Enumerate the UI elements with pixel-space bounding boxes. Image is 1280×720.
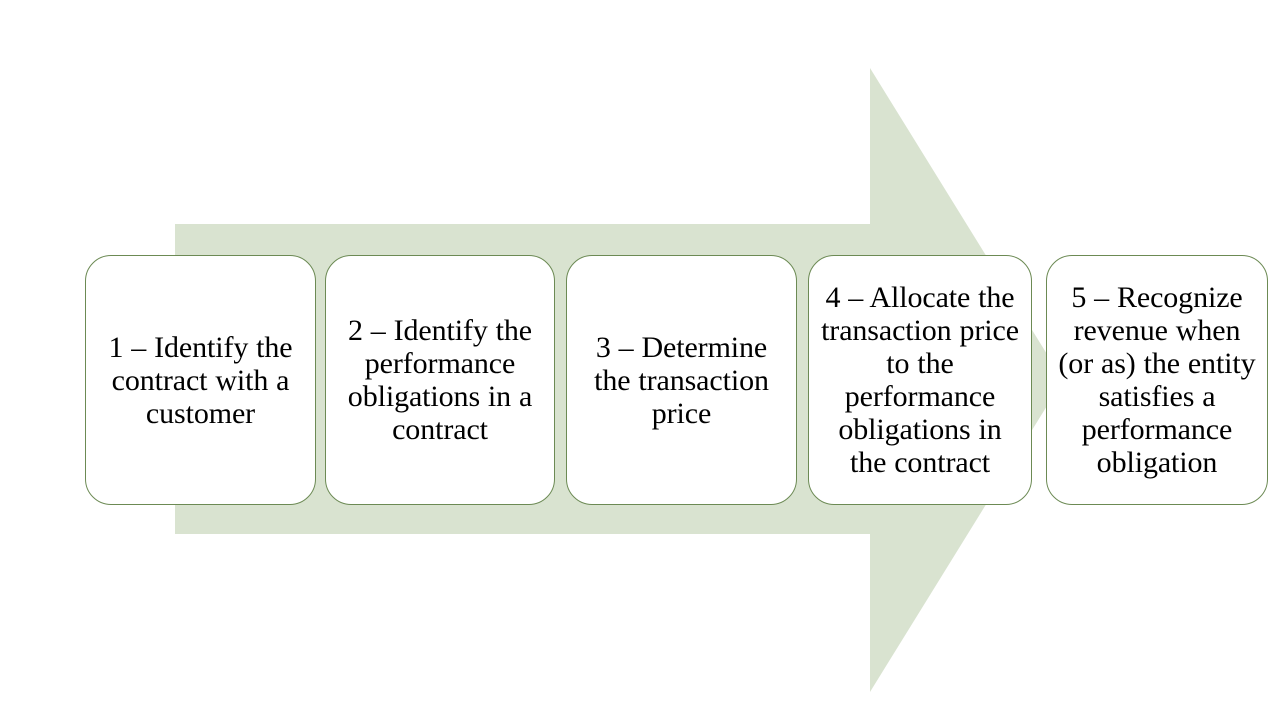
process-step-1-label: 1 – Identify the contract with a custome… [108,330,293,430]
process-step-4[interactable]: 4 – Allocate the transaction price to th… [808,255,1032,505]
process-step-2[interactable]: 2 – Identify the performance obligations… [325,255,555,505]
process-step-2-label: 2 – Identify the performance obligations… [347,314,533,446]
process-step-5[interactable]: 5 – Recognize revenue when (or as) the e… [1046,255,1268,505]
process-step-4-label: 4 – Allocate the transaction price to th… [821,281,1019,479]
process-step-5-label: 5 – Recognize revenue when (or as) the e… [1058,281,1256,479]
process-step-3[interactable]: 3 – Determine the transaction price [566,255,797,505]
process-step-1[interactable]: 1 – Identify the contract with a custome… [85,255,316,505]
process-step-3-label: 3 – Determine the transaction price [594,330,769,430]
